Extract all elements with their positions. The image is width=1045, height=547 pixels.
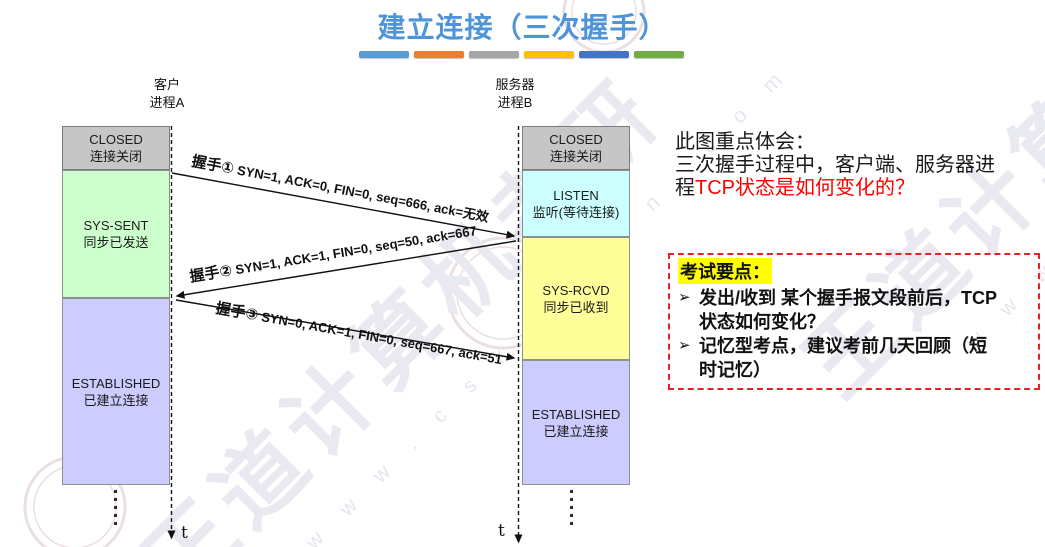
exam-point-item: ➢ 记忆型考点，建议考前几天回顾（短时记忆） [678, 334, 1030, 382]
state-name: CLOSED [549, 132, 603, 147]
title-accent-bars [359, 51, 689, 58]
accent-bar [469, 51, 519, 58]
exam-points-box: 考试要点： ➢ 发出/收到 某个握手报文段前后，TCP状态如何变化？ ➢ 记忆型… [668, 253, 1040, 390]
handshake3-label: 握手③ SYN=0, ACK=1, FIN=0, seq=667, ack=51 [214, 297, 504, 369]
client-state-sys-sent: SYS-SENT 同步已发送 [62, 170, 170, 298]
state-name: CLOSED [89, 132, 143, 147]
client-header-line1: 客户 [153, 77, 180, 92]
server-state-sys-rcvd: SYS-RCVD 同步已收到 [522, 237, 630, 360]
state-desc: 同步已收到 [543, 299, 609, 315]
note-line3-red: TCP状态是如何变化的？ [695, 177, 915, 199]
page-title: 建立连接（三次握手） [377, 12, 668, 43]
state-desc: 连接关闭 [89, 149, 142, 164]
exam-point-text: 发出/收到 某个握手报文段前后，TCP状态如何变化？ [699, 288, 998, 332]
client-header-line2: 进程A [149, 95, 185, 110]
client-ellipsis-dots [114, 490, 117, 528]
state-desc: 同步已发送 [83, 235, 149, 250]
state-name: SYS-SENT [83, 218, 149, 233]
server-time-axis-label: t [498, 521, 505, 541]
accent-bar [524, 51, 574, 58]
accent-bar [634, 51, 684, 58]
client-time-axis-label: t [181, 523, 188, 543]
key-point-note: 此图重点体会： 三次握手过程中，客户端、服务器进 程TCP状态是如何变化的？ [675, 131, 1025, 200]
state-desc: 监听(等待连接) [532, 204, 620, 220]
exam-point-item: ➢ 发出/收到 某个握手报文段前后，TCP状态如何变化？ [678, 286, 1030, 334]
arrowhead-bullet-icon: ➢ [678, 337, 691, 354]
accent-bar [359, 51, 409, 58]
handshake2-label: 握手② SYN=1, ACK=1, FIN=0, seq=50, ack=667 [188, 219, 478, 287]
state-name: SYS-RCVD [542, 282, 610, 298]
server-state-established: ESTABLISHED 已建立连接 [522, 360, 630, 485]
state-name: ESTABLISHED [531, 406, 621, 422]
exam-points-heading: 考试要点： [678, 258, 772, 284]
state-name: ESTABLISHED [71, 375, 161, 391]
arrowhead-bullet-icon: ➢ [678, 289, 691, 306]
accent-bar [414, 51, 464, 58]
client-state-established: ESTABLISHED 已建立连接 [62, 298, 170, 485]
server-state-closed: CLOSED 连接关闭 [522, 126, 630, 170]
note-line2: 三次握手过程中，客户端、服务器进 [675, 154, 995, 176]
state-desc: 已建立连接 [543, 423, 609, 439]
handshake1-label-flags: SYN=1, ACK=0, FIN=0, seq=666, ack=无效 [232, 161, 491, 225]
server-header-line1: 服务器 [495, 77, 535, 92]
note-line3: 程TCP状态是如何变化的？ [675, 177, 1025, 200]
server-header-line2: 进程B [497, 95, 533, 110]
client-state-closed: CLOSED 连接关闭 [62, 126, 170, 170]
handshake1-label: 握手① SYN=1, ACK=0, FIN=0, seq=666, ack=无效 [190, 150, 491, 227]
note-line3-black: 程 [675, 177, 695, 199]
handshake3-label-flags: SYN=0, ACK=1, FIN=0, seq=667, ack=51 [256, 308, 504, 368]
server-ellipsis-dots [570, 490, 573, 528]
server-header: 服务器 进程B [455, 76, 575, 112]
server-state-listen: LISTEN 监听(等待连接) [522, 170, 630, 237]
handshake3-label-number: 握手③ [214, 299, 260, 325]
state-desc: 已建立连接 [83, 392, 149, 408]
handshake2-label-number: 握手② [188, 262, 234, 286]
note-line1: 此图重点体会： [675, 131, 815, 153]
handshake1-label-number: 握手① [190, 152, 236, 178]
client-header: 客户 进程A [107, 76, 227, 112]
state-desc: 连接关闭 [549, 149, 602, 164]
state-name: LISTEN [553, 187, 599, 203]
exam-point-text: 记忆型考点，建议考前几天回顾（短时记忆） [699, 336, 987, 380]
handshake2-label-flags: SYN=1, ACK=1, FIN=0, seq=50, ack=667 [230, 223, 478, 278]
accent-bar [579, 51, 629, 58]
